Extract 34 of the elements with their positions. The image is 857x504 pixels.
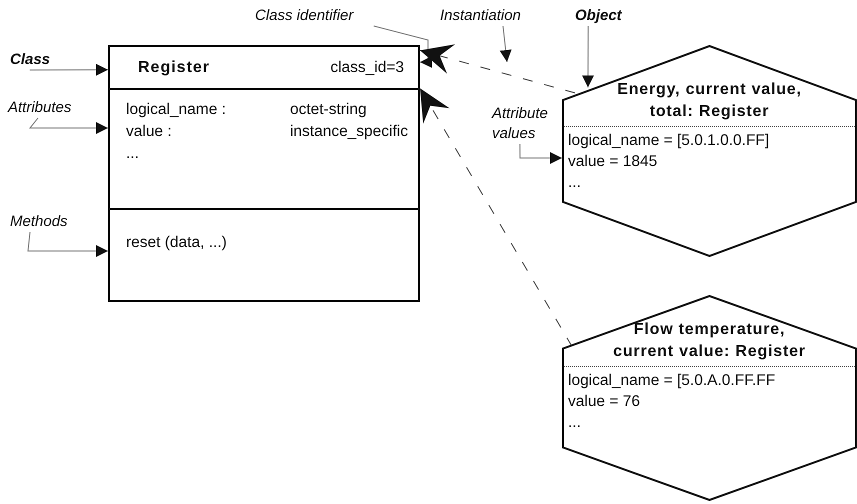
leader-arrow xyxy=(500,26,512,62)
annotation-label: Instantiation xyxy=(440,6,545,26)
attribute-type: instance_specific xyxy=(290,122,408,142)
leader-arrow xyxy=(519,144,562,164)
leader-arrow xyxy=(27,232,108,258)
attributes-compartment xyxy=(108,90,420,210)
attribute-value: ... xyxy=(567,413,582,433)
attribute-name: logical_name : xyxy=(126,100,226,120)
attribute-type: octet-string xyxy=(290,100,368,120)
object-title: Flow temperature, current value: Register xyxy=(612,320,807,362)
annotation-label: Attributes xyxy=(8,98,108,118)
methods-compartment xyxy=(108,210,420,302)
leader-arrow xyxy=(28,118,108,134)
annotation-label: Methods xyxy=(10,212,90,232)
class-id: class_id=3 xyxy=(330,58,404,76)
attribute-value: logical_name = [5.0.A.0.FF.FF xyxy=(567,371,776,391)
class-name-compartment xyxy=(108,45,420,90)
method-signature: reset (data, ...) xyxy=(126,234,227,251)
instantiation-arrow xyxy=(420,44,576,94)
attribute-value: ... xyxy=(567,173,582,193)
annotation-label: Object xyxy=(575,6,635,26)
leader-arrow xyxy=(29,64,108,76)
leader-arrow xyxy=(373,26,432,68)
annotation-label: Class identifier xyxy=(255,6,380,26)
leader-arrow xyxy=(582,26,594,88)
class-name: Register xyxy=(138,58,210,76)
attribute-value: value = 76 xyxy=(567,392,641,412)
attribute-value: logical_name = [5.0.1.0.0.FF] xyxy=(567,131,770,151)
attribute-name: value : xyxy=(126,122,173,142)
attribute-name: ... xyxy=(126,144,140,164)
annotation-label: Attribute values xyxy=(492,104,554,144)
attribute-value: value = 1845 xyxy=(567,152,658,172)
annotation-label: Class xyxy=(10,50,70,70)
object-title: Energy, current value, total: Register xyxy=(616,80,803,122)
